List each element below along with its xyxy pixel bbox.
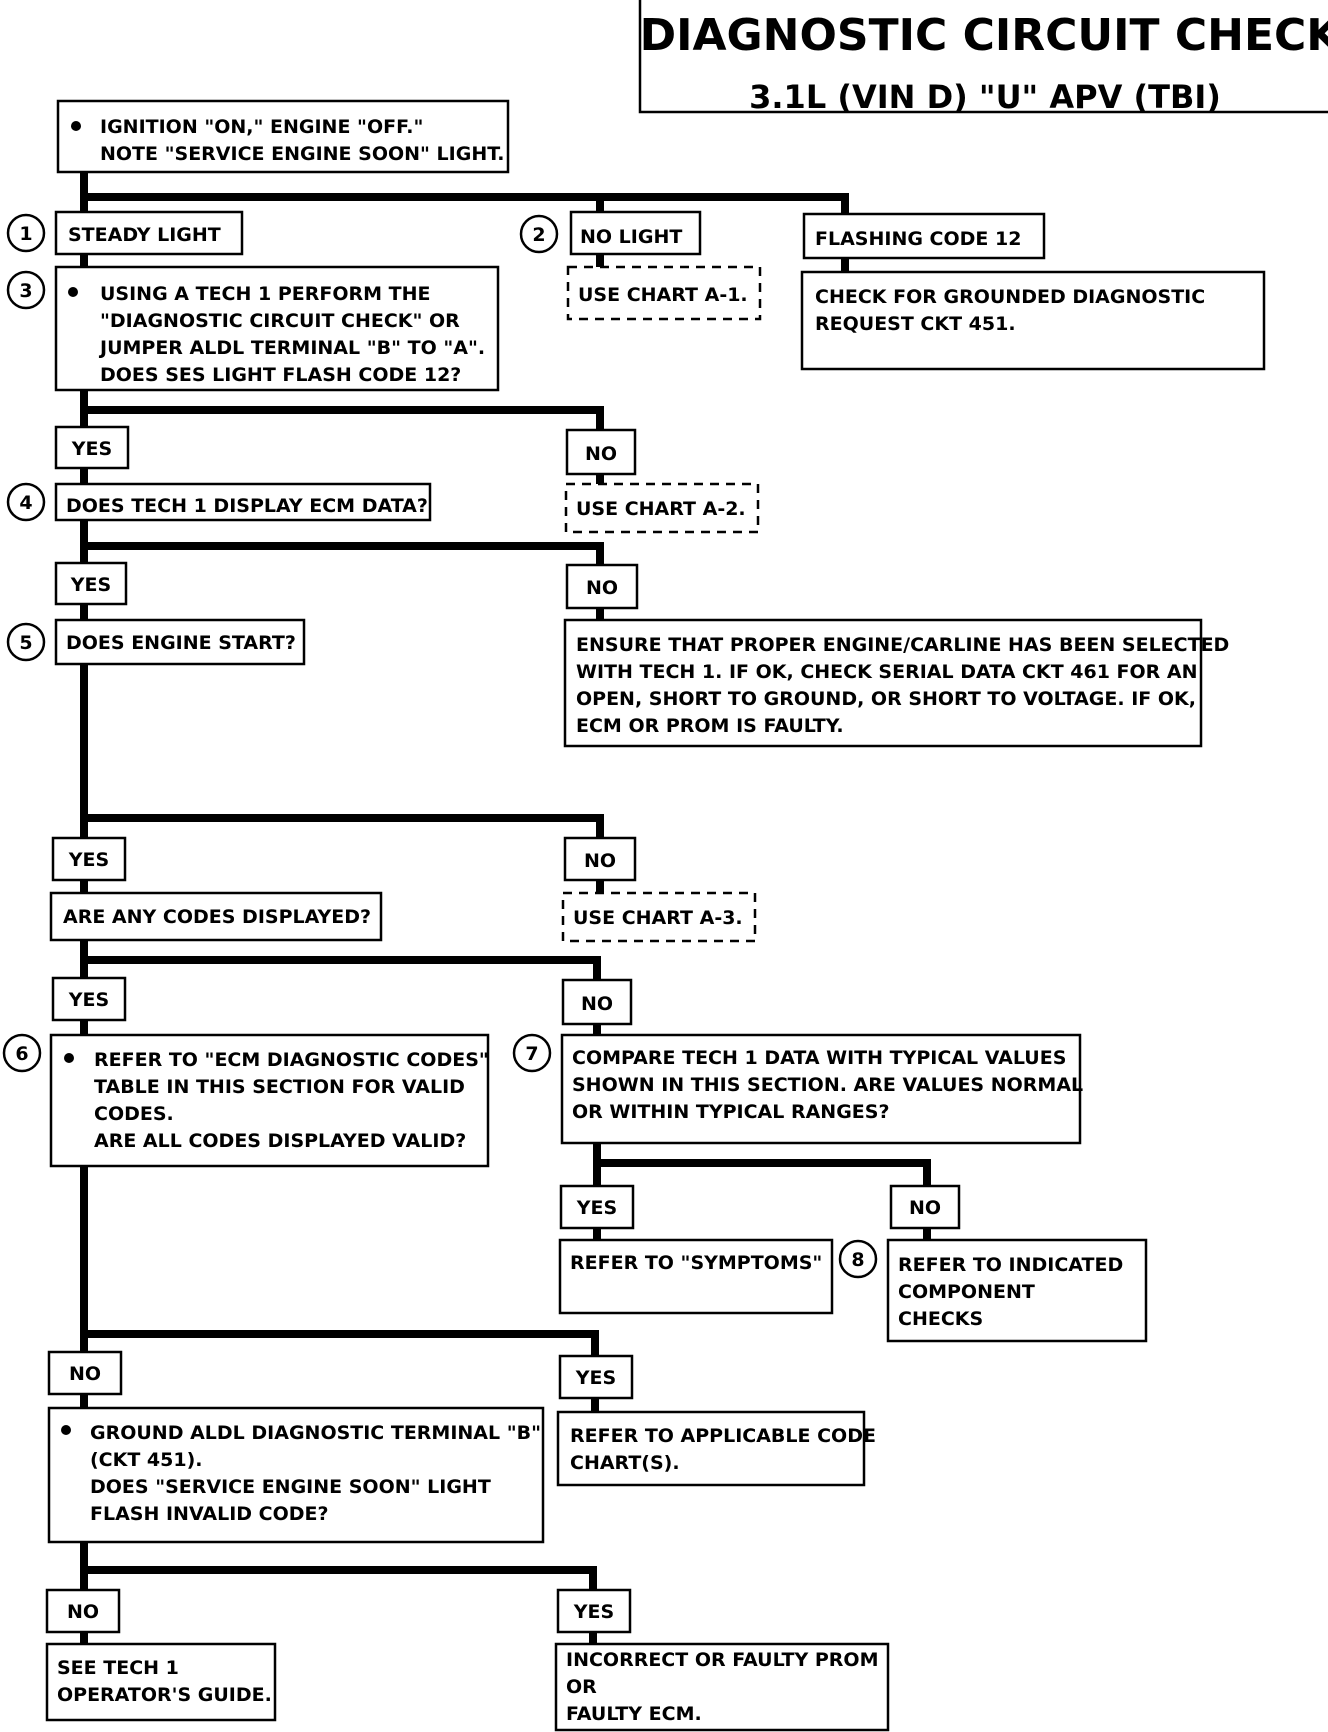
ground-aldl: GROUND ALDL DIAGNOSTIC TERMINAL "B" (CKT… — [45, 1406, 890, 1732]
step4-no-action-line-4: ECM OR PROM IS FAULTY. — [576, 715, 844, 737]
step-number-8: 8 — [851, 1249, 864, 1271]
step3-line-2: "DIAGNOSTIC CIRCUIT CHECK" OR — [100, 310, 460, 332]
step4-no-action-line-3: OPEN, SHORT TO GROUND, OR SHORT TO VOLTA… — [576, 688, 1196, 710]
title-block: DIAGNOSTIC CIRCUIT CHECK 3.1L (VIN D) "U… — [638, 0, 1328, 116]
codes-question-text: ARE ANY CODES DISPLAYED? — [63, 906, 371, 928]
start-line-1: IGNITION "ON," ENGINE "OFF." — [100, 116, 423, 138]
flashing-action-line-2: REQUEST CKT 451. — [815, 313, 1016, 335]
ground-no-action-line-1: SEE TECH 1 — [57, 1657, 179, 1679]
step-3: 3 USING A TECH 1 PERFORM THE "DIAGNOSTIC… — [6, 265, 760, 534]
steady-light-label: STEADY LIGHT — [68, 224, 221, 246]
step6-no: NO — [69, 1363, 101, 1385]
use-chart-a2: USE CHART A-2. — [576, 498, 746, 520]
step3-line-3: JUMPER ALDL TERMINAL "B" TO "A". — [98, 337, 485, 359]
step6-line-2: TABLE IN THIS SECTION FOR VALID — [94, 1076, 465, 1098]
use-chart-a1: USE CHART A-1. — [578, 284, 748, 306]
step6-line-3: CODES. — [94, 1103, 174, 1125]
step8-line-2: COMPONENT — [898, 1281, 1035, 1303]
codes-no: NO — [581, 993, 613, 1015]
step6-yes-action-line-1: REFER TO APPLICABLE CODE — [570, 1425, 876, 1447]
ground-line-2: (CKT 451). — [90, 1449, 203, 1471]
ground-no: NO — [67, 1601, 99, 1623]
step8-line-3: CHECKS — [898, 1308, 983, 1330]
step4-no-action-line-1: ENSURE THAT PROPER ENGINE/CARLINE HAS BE… — [576, 634, 1229, 656]
step7-yes: YES — [576, 1197, 617, 1219]
no-light-label: NO LIGHT — [580, 226, 682, 248]
bullet-icon — [61, 1425, 71, 1435]
step5-yes: YES — [68, 849, 109, 871]
step-4: 4 DOES TECH 1 DISPLAY ECM DATA? YES NO E… — [6, 482, 1229, 748]
step7-line-3: OR WITHIN TYPICAL RANGES? — [572, 1101, 889, 1123]
step-number-7: 7 — [525, 1043, 538, 1065]
ground-line-3: DOES "SERVICE ENGINE SOON" LIGHT — [90, 1476, 491, 1498]
step-2: 2 NO LIGHT USE CHART A-1. — [519, 210, 762, 321]
step-6: 6 REFER TO "ECM DIAGNOSTIC CODES" TABLE … — [2, 1033, 876, 1487]
step4-question: DOES TECH 1 DISPLAY ECM DATA? — [66, 495, 428, 517]
bullet-icon — [64, 1053, 74, 1063]
start-line-2: NOTE "SERVICE ENGINE SOON" LIGHT. — [100, 143, 505, 165]
step-8: 8 REFER TO INDICATED COMPONENT CHECKS — [838, 1238, 1148, 1343]
refer-to-symptoms: REFER TO "SYMPTOMS" — [570, 1252, 822, 1274]
step5-no: NO — [584, 850, 616, 872]
step7-line-2: SHOWN IN THIS SECTION. ARE VALUES NORMAL — [572, 1074, 1083, 1096]
step7-line-1: COMPARE TECH 1 DATA WITH TYPICAL VALUES — [572, 1047, 1066, 1069]
step-number-2: 2 — [532, 224, 545, 246]
step3-yes: YES — [71, 438, 112, 460]
ground-line-4: FLASH INVALID CODE? — [90, 1503, 329, 1525]
step-number-6: 6 — [15, 1043, 28, 1065]
step6-line-1: REFER TO "ECM DIAGNOSTIC CODES" — [94, 1049, 489, 1071]
codes-question: ARE ANY CODES DISPLAYED? YES NO — [49, 891, 633, 1026]
flashing-code-12: FLASHING CODE 12 CHECK FOR GROUNDED DIAG… — [800, 212, 1266, 371]
step6-yes-action-line-2: CHART(S). — [570, 1452, 680, 1474]
step-number-1: 1 — [19, 223, 32, 245]
step-7: 7 COMPARE TECH 1 DATA WITH TYPICAL VALUE… — [512, 1033, 1083, 1315]
chart-title: DIAGNOSTIC CIRCUIT CHECK — [640, 10, 1328, 61]
flashing-action-line-1: CHECK FOR GROUNDED DIAGNOSTIC — [815, 286, 1205, 308]
step7-no: NO — [909, 1197, 941, 1219]
step-number-4: 4 — [19, 492, 32, 514]
step-number-3: 3 — [19, 280, 32, 302]
step-number-5: 5 — [19, 632, 32, 654]
step8-line-1: REFER TO INDICATED — [898, 1254, 1123, 1276]
step4-yes: YES — [70, 574, 111, 596]
ground-yes-action-line-2: OR — [566, 1676, 597, 1698]
codes-yes: YES — [68, 989, 109, 1011]
step5-question: DOES ENGINE START? — [66, 632, 296, 654]
step3-line-4: DOES SES LIGHT FLASH CODE 12? — [100, 364, 461, 386]
flashing-code-label: FLASHING CODE 12 — [815, 228, 1021, 250]
ground-yes-action-line-3: FAULTY ECM. — [566, 1703, 702, 1725]
bullet-icon — [68, 287, 78, 297]
ground-line-1: GROUND ALDL DIAGNOSTIC TERMINAL "B" — [90, 1422, 541, 1444]
use-chart-a3: USE CHART A-3. — [573, 907, 743, 929]
step4-no-action-line-2: WITH TECH 1. IF OK, CHECK SERIAL DATA CK… — [576, 661, 1198, 683]
step-1: 1 STEADY LIGHT — [6, 210, 244, 256]
step-5: 5 DOES ENGINE START? YES NO USE CHART A-… — [6, 618, 757, 943]
step6-yes: YES — [575, 1367, 616, 1389]
start-box: IGNITION "ON," ENGINE "OFF." NOTE "SERVI… — [56, 99, 510, 174]
step6-line-4: ARE ALL CODES DISPLAYED VALID? — [94, 1130, 466, 1152]
bullet-icon — [71, 121, 81, 131]
flow-connectors — [80, 168, 931, 1648]
step3-line-1: USING A TECH 1 PERFORM THE — [100, 283, 431, 305]
step4-no: NO — [586, 577, 618, 599]
ground-no-action-line-2: OPERATOR'S GUIDE. — [57, 1684, 272, 1706]
ground-yes-action-line-1: INCORRECT OR FAULTY PROM — [566, 1649, 878, 1671]
step3-no: NO — [585, 443, 617, 465]
ground-yes: YES — [573, 1601, 614, 1623]
chart-subtitle: 3.1L (VIN D) "U" APV (TBI) — [749, 78, 1221, 116]
